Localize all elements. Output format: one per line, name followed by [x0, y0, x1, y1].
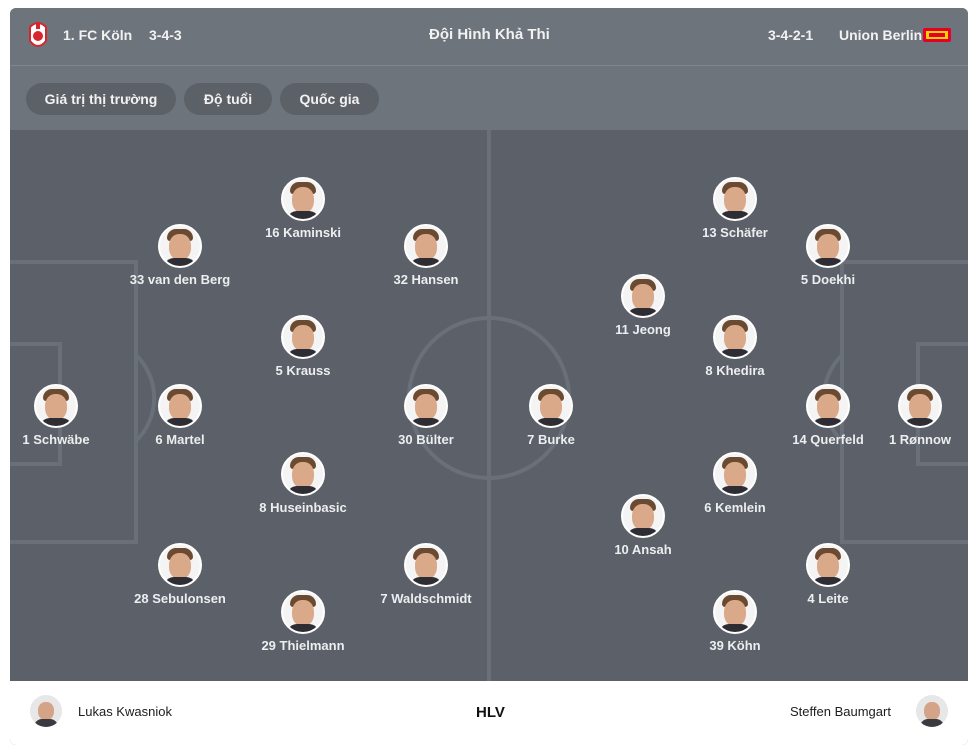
player-label: 16 Kaminski	[265, 225, 341, 240]
player-avatar	[806, 224, 850, 268]
union-berlin-crest-icon	[923, 28, 951, 42]
player-label: 7 Burke	[527, 432, 575, 447]
player-avatar	[404, 224, 448, 268]
player-label: 5 Doekhi	[800, 272, 856, 287]
player-label: 7 Waldschmidt	[380, 591, 472, 606]
filter-age-button[interactable]: Độ tuổi	[184, 83, 272, 115]
home-player-card[interactable]: 1 Schwäbe	[10, 384, 126, 447]
player-label: 1 Schwäbe	[22, 432, 90, 447]
away-team-name[interactable]: Union Berlin	[839, 27, 923, 43]
coach-label: HLV	[476, 704, 505, 721]
player-label: 4 Leite	[807, 591, 849, 606]
player-label: 32 Hansen	[393, 272, 459, 287]
player-label: 10 Ansah	[614, 542, 672, 557]
player-avatar	[713, 452, 757, 496]
away-player-card[interactable]: 14 Querfeld	[758, 384, 898, 447]
player-label: 29 Thielmann	[261, 638, 345, 653]
player-avatar	[621, 494, 665, 538]
away-player-card[interactable]: 6 Kemlein	[665, 452, 805, 515]
away-player-card[interactable]: 4 Leite	[758, 543, 898, 606]
away-formation: 3-4-2-1	[768, 27, 814, 43]
home-player-card[interactable]: 30 Bülter	[356, 384, 496, 447]
player-label: 5 Krauss	[275, 363, 331, 378]
home-player-card[interactable]: 6 Martel	[110, 384, 250, 447]
coaches-footer: Lukas Kwasniok HLV Steffen Baumgart	[10, 681, 968, 745]
player-avatar	[713, 315, 757, 359]
away-coach-avatar[interactable]	[916, 695, 948, 727]
pitch: 1 Schwäbe 6 Martel 33 van den Berg 28 Se…	[10, 130, 968, 681]
filter-country-button[interactable]: Quốc gia	[280, 83, 379, 115]
home-player-card[interactable]: 28 Sebulonsen	[110, 543, 250, 606]
home-player-card[interactable]: 8 Huseinbasic	[233, 452, 373, 515]
away-player-card[interactable]: 39 Köhn	[665, 590, 805, 653]
player-label: 1 Rønnow	[888, 432, 952, 447]
player-avatar	[898, 384, 942, 428]
lineup-header: 1. FC Köln 3-4-3 Đội Hình Khả Thi 3-4-2-…	[10, 8, 968, 66]
player-label: 8 Huseinbasic	[259, 500, 347, 515]
home-coach-avatar[interactable]	[30, 695, 62, 727]
home-player-card[interactable]: 32 Hansen	[356, 224, 496, 287]
player-avatar	[158, 384, 202, 428]
player-label: 6 Kemlein	[704, 500, 766, 515]
away-player-card[interactable]: 13 Schäfer	[665, 177, 805, 240]
filter-market-value-button[interactable]: Giá trị thị trường	[26, 83, 176, 115]
player-avatar	[404, 543, 448, 587]
home-team-name[interactable]: 1. FC Köln	[63, 27, 133, 43]
player-avatar	[281, 315, 325, 359]
player-label: 6 Martel	[155, 432, 205, 447]
player-avatar	[281, 452, 325, 496]
player-label: 11 Jeong	[615, 322, 671, 337]
player-label: 30 Bülter	[398, 432, 454, 447]
player-avatar	[281, 590, 325, 634]
away-player-card[interactable]: 10 Ansah	[573, 494, 713, 557]
page-title: Đội Hình Khả Thi	[429, 26, 550, 43]
away-coach-name[interactable]: Steffen Baumgart	[790, 704, 891, 719]
away-player-card[interactable]: 11 Jeong	[573, 274, 713, 337]
away-player-card[interactable]: 5 Doekhi	[758, 224, 898, 287]
home-player-card[interactable]: 5 Krauss	[233, 315, 373, 378]
away-player-card[interactable]: 1 Rønnow	[850, 384, 968, 447]
player-avatar	[404, 384, 448, 428]
away-player-card[interactable]: 8 Khedira	[665, 315, 805, 378]
player-label: 14 Querfeld	[792, 432, 864, 447]
player-label: 33 van den Berg	[129, 272, 231, 287]
player-avatar	[713, 177, 757, 221]
away-player-card[interactable]: 7 Burke	[481, 384, 621, 447]
player-avatar	[34, 384, 78, 428]
player-avatar	[621, 274, 665, 318]
player-label: 39 Köhn	[709, 638, 761, 653]
player-avatar	[158, 224, 202, 268]
home-formation: 3-4-3	[149, 27, 182, 43]
home-player-card[interactable]: 7 Waldschmidt	[356, 543, 496, 606]
player-avatar	[281, 177, 325, 221]
home-player-card[interactable]: 29 Thielmann	[233, 590, 373, 653]
home-coach-name[interactable]: Lukas Kwasniok	[78, 704, 172, 719]
home-player-card[interactable]: 33 van den Berg	[110, 224, 250, 287]
home-player-card[interactable]: 16 Kaminski	[233, 177, 373, 240]
lineup-card: 1. FC Köln 3-4-3 Đội Hình Khả Thi 3-4-2-…	[10, 8, 968, 745]
player-avatar	[158, 543, 202, 587]
player-label: 8 Khedira	[705, 363, 765, 378]
player-label: 13 Schäfer	[702, 225, 768, 240]
player-avatar	[529, 384, 573, 428]
player-avatar	[806, 384, 850, 428]
player-avatar	[713, 590, 757, 634]
player-avatar	[806, 543, 850, 587]
filter-bar: Giá trị thị trường Độ tuổi Quốc gia	[10, 67, 968, 129]
player-label: 28 Sebulonsen	[134, 591, 226, 606]
fc-koln-crest-icon	[29, 22, 47, 47]
